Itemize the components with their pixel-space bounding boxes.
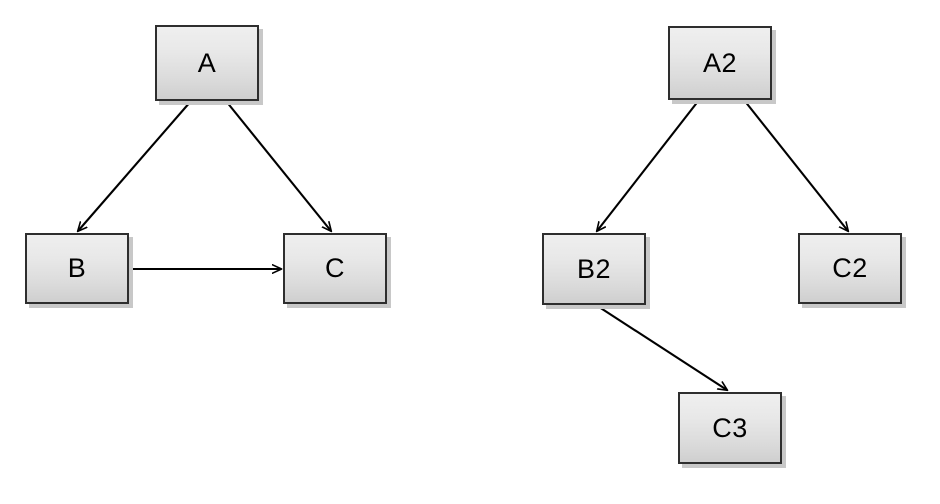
node-label-a: A	[197, 47, 217, 78]
node-label-c2: C2	[832, 253, 868, 283]
node-label-c: C	[325, 253, 345, 283]
node-b2[interactable]: B2	[542, 233, 646, 305]
node-label-b2: B2	[576, 253, 612, 284]
edge-A-to-C	[225, 100, 331, 231]
edge-A-to-B	[78, 100, 192, 231]
node-c2[interactable]: C2	[798, 233, 902, 304]
edges-group	[78, 99, 848, 390]
edge-A2-to-B2	[597, 99, 700, 231]
node-c3[interactable]: C3	[678, 392, 782, 464]
edge-A2-to-C2	[743, 99, 848, 231]
node-label-b: B	[67, 253, 87, 283]
edge-B2-to-C3	[595, 304, 727, 390]
node-label-a2: A2	[702, 47, 738, 78]
node-a[interactable]: A	[155, 25, 259, 101]
node-label-c3: C3	[712, 412, 748, 443]
node-a2[interactable]: A2	[668, 26, 772, 100]
node-c[interactable]: C	[283, 233, 387, 304]
node-b[interactable]: B	[25, 233, 129, 304]
